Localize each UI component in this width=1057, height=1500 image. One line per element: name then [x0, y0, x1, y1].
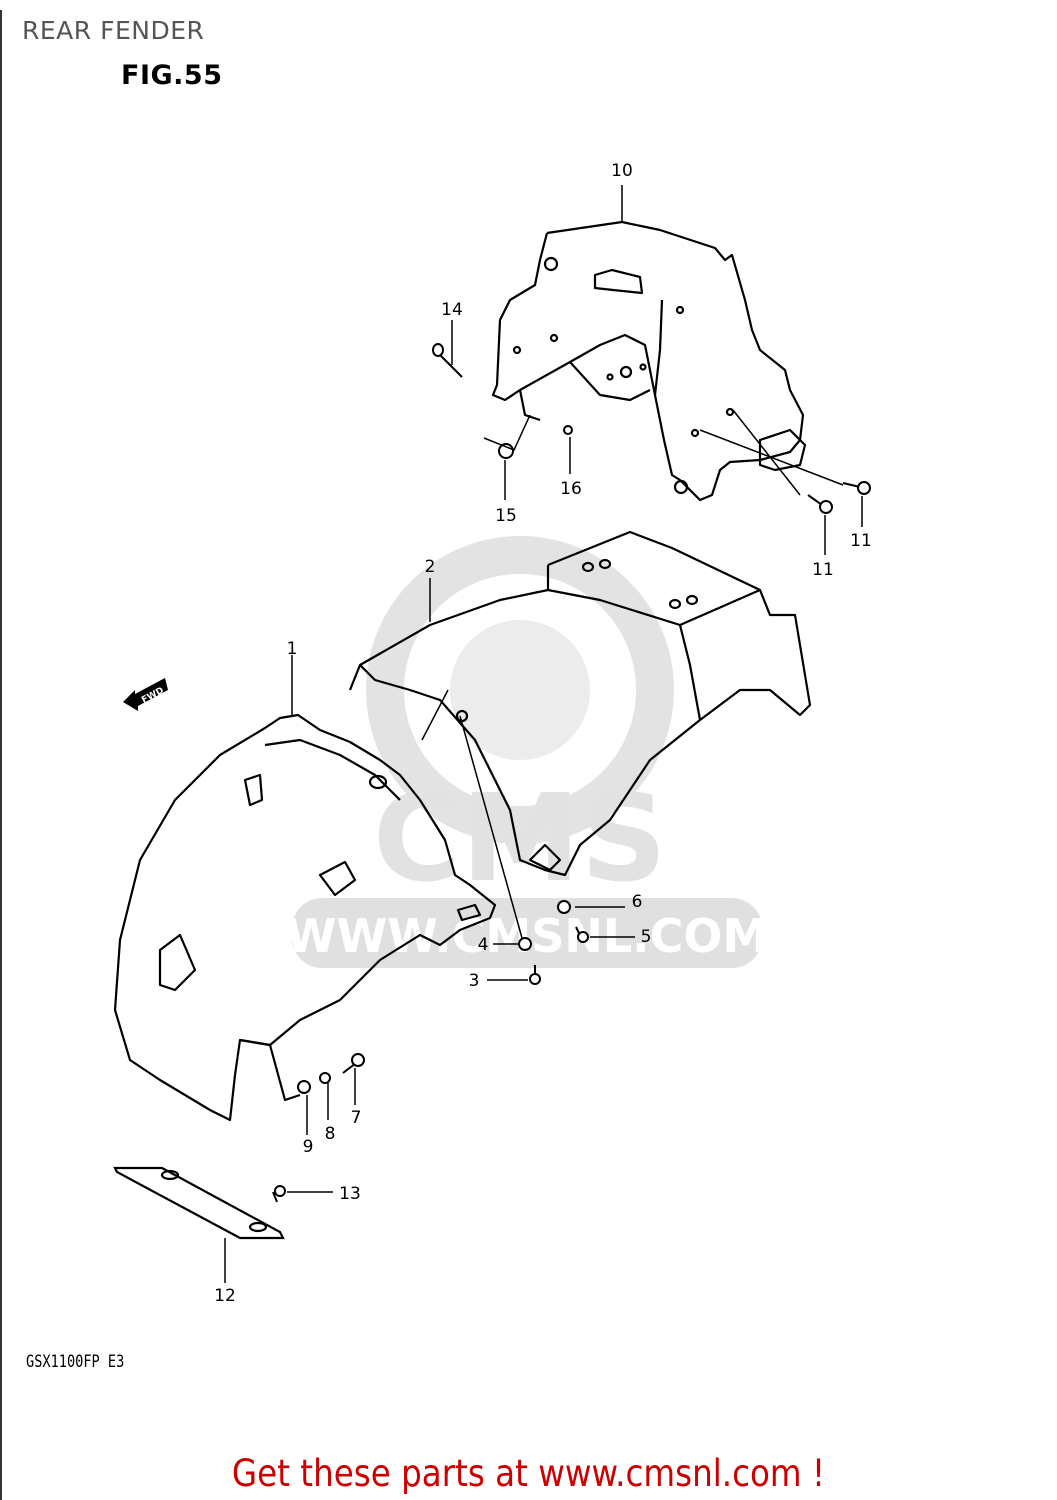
callout-6: 6	[632, 892, 643, 912]
callout-labels: 1 2 3 4 5 6 7 8 9 10 11 11 12 13 14 15 1…	[214, 161, 872, 1306]
callout-15: 15	[495, 506, 517, 526]
callout-14: 14	[441, 300, 463, 320]
callout-2: 2	[425, 557, 436, 577]
watermark-url: WWW.CMSNL.COM	[286, 909, 769, 963]
promo-link[interactable]: Get these parts at www.cmsnl.com !	[231, 1452, 826, 1495]
fwd-direction-arrow: FWD	[123, 678, 168, 711]
callout-3: 3	[469, 971, 480, 991]
part-2-rear-fender	[348, 530, 812, 877]
callout-4: 4	[478, 935, 489, 955]
callout-7: 7	[351, 1108, 362, 1128]
part-1-front-fender	[113, 713, 497, 1122]
page-title: REAR FENDER	[22, 16, 205, 45]
callout-11b: 11	[850, 531, 872, 551]
cms-watermark: CMS WWW.CMSNL.COM	[286, 536, 769, 968]
part-10-bracket	[491, 220, 807, 502]
callout-13: 13	[339, 1184, 361, 1204]
callout-8: 8	[325, 1124, 336, 1144]
callout-9: 9	[303, 1137, 314, 1157]
figure-number: FIG.55	[121, 60, 223, 91]
callout-12: 12	[214, 1286, 236, 1306]
callout-11a: 11	[812, 560, 834, 580]
leader-lines	[224, 185, 863, 1283]
part-12-plate	[113, 1166, 285, 1240]
callout-10: 10	[611, 161, 633, 181]
model-code: GSX1100FP E3	[26, 1352, 125, 1372]
hardware-parts	[272, 343, 871, 1203]
callout-1: 1	[287, 639, 298, 659]
page-left-border	[0, 10, 2, 1500]
callout-16: 16	[560, 479, 582, 499]
svg-text:CMS: CMS	[373, 770, 667, 909]
callout-5: 5	[641, 927, 652, 947]
